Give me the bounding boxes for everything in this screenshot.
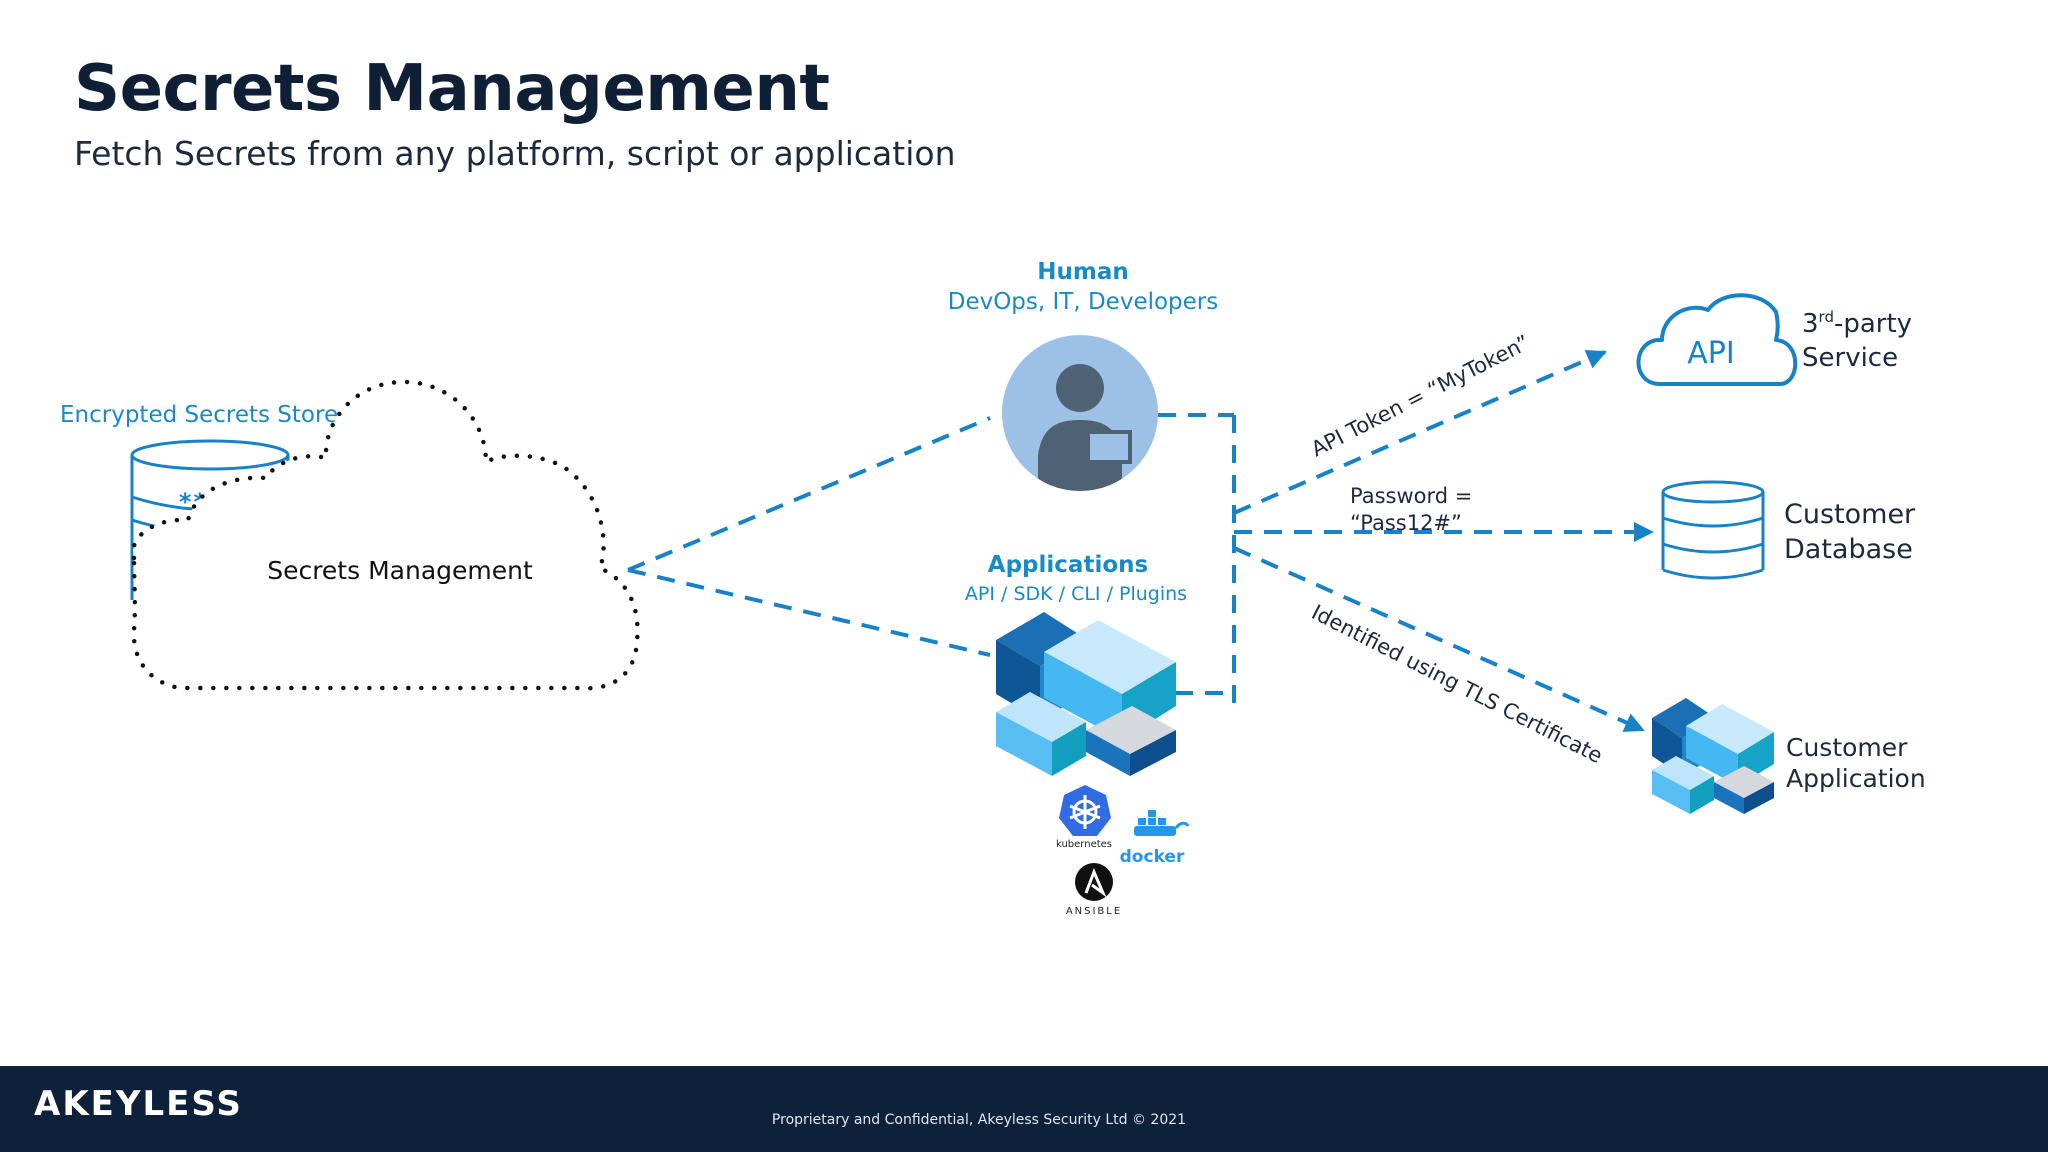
application-label-line2: Application	[1786, 764, 1926, 793]
human-title: Human	[1037, 259, 1128, 285]
ansible-wordmark: ANSIBLE	[1066, 906, 1122, 917]
dotted-cloud-icon	[130, 379, 640, 691]
page-subtitle: Fetch Secrets from any platform, script …	[74, 134, 956, 173]
api-token-label: API Token = “MyToken”	[1307, 330, 1533, 461]
application-label-line1: Customer	[1786, 733, 1908, 762]
copyright-text: Proprietary and Confidential, Akeyless S…	[771, 1112, 1187, 1128]
api-icon-text: API	[1687, 336, 1734, 371]
database-label-line1: Customer	[1784, 499, 1916, 530]
ansible-logo: ANSIBLE	[1066, 863, 1122, 917]
user-with-monitor-icon	[1002, 335, 1158, 491]
kubernetes-wordmark: kubernetes	[1056, 839, 1112, 850]
akeyless-logo[interactable]: AKEYLESS	[34, 1084, 243, 1124]
tls-label: Identified using TLS Certificate	[1308, 600, 1607, 768]
page-title: Secrets Management	[74, 52, 830, 126]
customer-application-cubes-icon	[1652, 698, 1774, 814]
third-party-label-line1: 3rd-party	[1802, 308, 1912, 339]
customer-database-icon	[1661, 480, 1765, 580]
human-subtitle: DevOps, IT, Developers	[948, 289, 1219, 315]
secrets-flow-diagram: Encrypted Secrets Store ***** Secrets Ma…	[60, 259, 1926, 917]
docker-wordmark: docker	[1120, 847, 1185, 867]
connector-lines	[627, 349, 1654, 732]
applications-subtitle: API / SDK / CLI / Plugins	[965, 583, 1187, 605]
password-label-line1: Password =	[1350, 484, 1472, 508]
cloud-label: Secrets Management	[267, 556, 533, 585]
footer-bar: AKEYLESS Proprietary and Confidential, A…	[0, 1066, 2048, 1152]
database-label-line2: Database	[1784, 534, 1913, 565]
password-label-line2: “Pass12#”	[1350, 511, 1462, 535]
api-cloud-icon: API	[1636, 293, 1798, 386]
store-label: Encrypted Secrets Store	[60, 402, 338, 428]
applications-title: Applications	[988, 552, 1148, 578]
kubernetes-logo: kubernetes	[1056, 785, 1112, 850]
third-party-label-line2: Service	[1802, 343, 1898, 373]
docker-logo: docker	[1120, 810, 1190, 867]
cubes-icon	[996, 612, 1176, 776]
